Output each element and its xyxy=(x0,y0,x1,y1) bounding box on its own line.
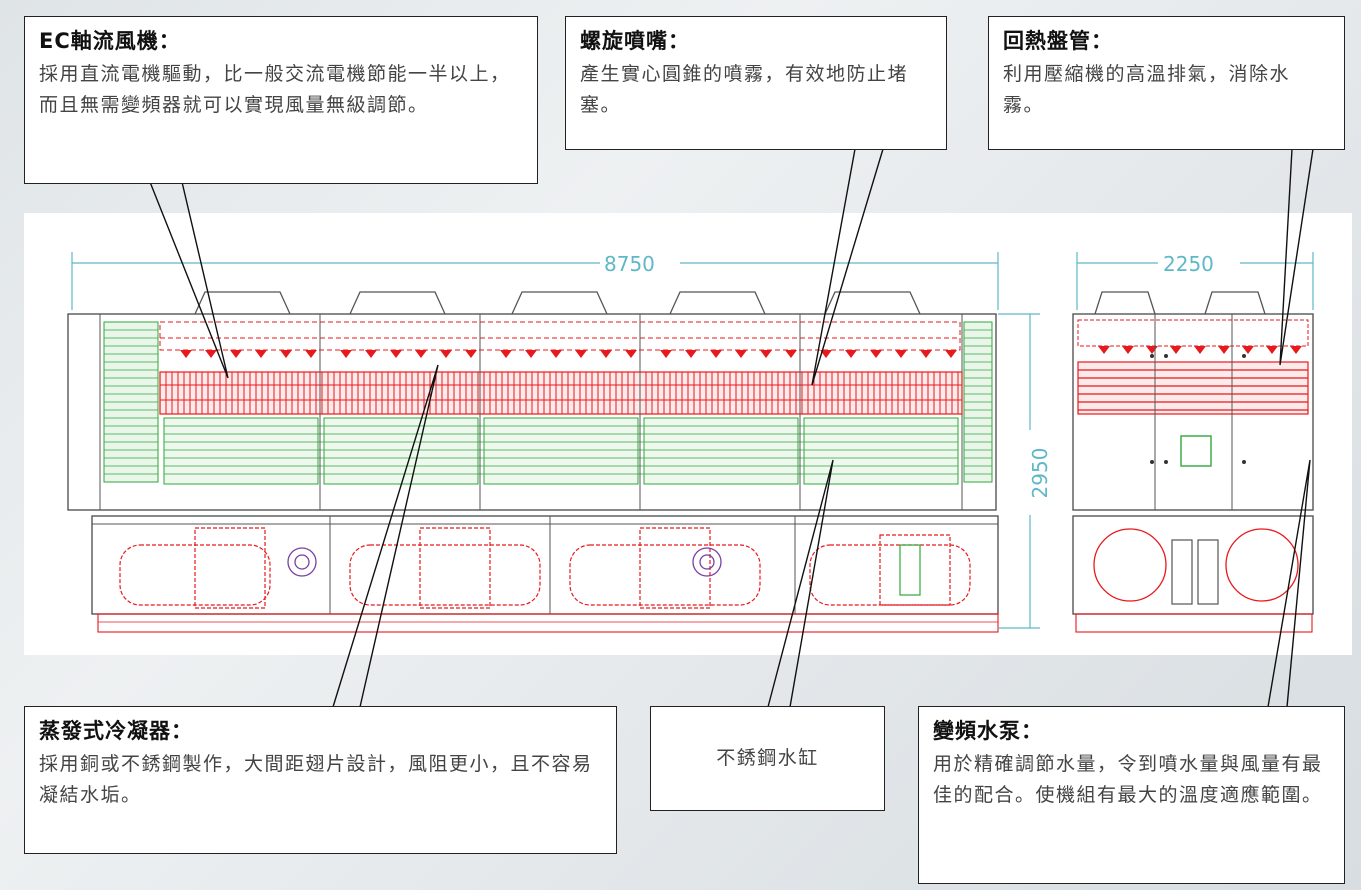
callout-spiral-nozzle-desc: 產生實心圓錐的噴霧，有效地防止堵塞。 xyxy=(580,63,909,116)
dimension-side-width-label: 2250 xyxy=(1163,252,1214,276)
callout-heat-coil-title: 回熱盤管： xyxy=(1003,29,1113,53)
callout-vfd-pump-desc: 用於精確調節水量，令到噴水量與風量有最佳的配合。使機組有最大的溫度適應範圍。 xyxy=(933,753,1323,806)
fan-shrouds xyxy=(194,291,921,315)
spray-nozzles xyxy=(180,350,957,358)
callout-spiral-nozzle-title: 螺旋噴嘴： xyxy=(580,29,690,53)
callout-heat-coil: 回熱盤管： 利用壓縮機的高溫排氣，消除水霧。 xyxy=(988,16,1345,150)
callout-ec-fan-title: EC軸流風機： xyxy=(39,29,181,53)
front-view: 8750 xyxy=(67,252,999,633)
callout-vfd-pump-title: 變頻水泵： xyxy=(933,719,1043,743)
compressors xyxy=(119,527,971,609)
side-view: 2250 xyxy=(1072,252,1314,633)
callout-vfd-pump: 變頻水泵： 用於精確調節水量，令到噴水量與風量有最佳的配合。使機組有最大的溫度適… xyxy=(918,706,1345,884)
base-frame xyxy=(91,515,999,615)
callout-ec-fan: EC軸流風機： 採用直流電機驅動，比一般交流電機節能一半以上，而且無需變頻器就可… xyxy=(24,16,538,184)
leader-lines xyxy=(149,148,1314,708)
front-louvers xyxy=(163,417,959,485)
dimension-height-label: 2950 xyxy=(1028,448,1052,499)
dimension-side-width xyxy=(1076,252,1314,310)
callout-evap-condenser-title: 蒸發式冷凝器： xyxy=(39,719,193,743)
condenser-coil xyxy=(159,371,963,415)
dimension-front-width xyxy=(71,252,999,310)
callout-heat-coil-desc: 利用壓縮機的高溫排氣，消除水霧。 xyxy=(1003,63,1291,116)
spray-manifold xyxy=(159,321,961,351)
callout-stainless-tank: 不銹鋼水缸 xyxy=(650,706,885,811)
skid-rails xyxy=(97,613,999,633)
condenser-cabinet xyxy=(67,313,997,511)
callout-evap-condenser: 蒸發式冷凝器： 採用銅或不銹鋼製作，大間距翅片設計，風阻更小，且不容易凝結水垢。 xyxy=(24,706,617,854)
dimension-height xyxy=(998,313,1040,629)
side-coil xyxy=(1077,361,1309,415)
callout-evap-condenser-desc: 採用銅或不銹鋼製作，大間距翅片設計，風阻更小，且不容易凝結水垢。 xyxy=(39,753,593,806)
callout-spiral-nozzle: 螺旋噴嘴： 產生實心圓錐的噴霧，有效地防止堵塞。 xyxy=(565,16,947,150)
callout-ec-fan-desc: 採用直流電機驅動，比一般交流電機節能一半以上，而且無需變頻器就可以實現風量無級調… xyxy=(39,63,511,116)
callout-stainless-tank-label: 不銹鋼水缸 xyxy=(716,747,819,769)
dimension-front-width-label: 8750 xyxy=(604,252,655,276)
